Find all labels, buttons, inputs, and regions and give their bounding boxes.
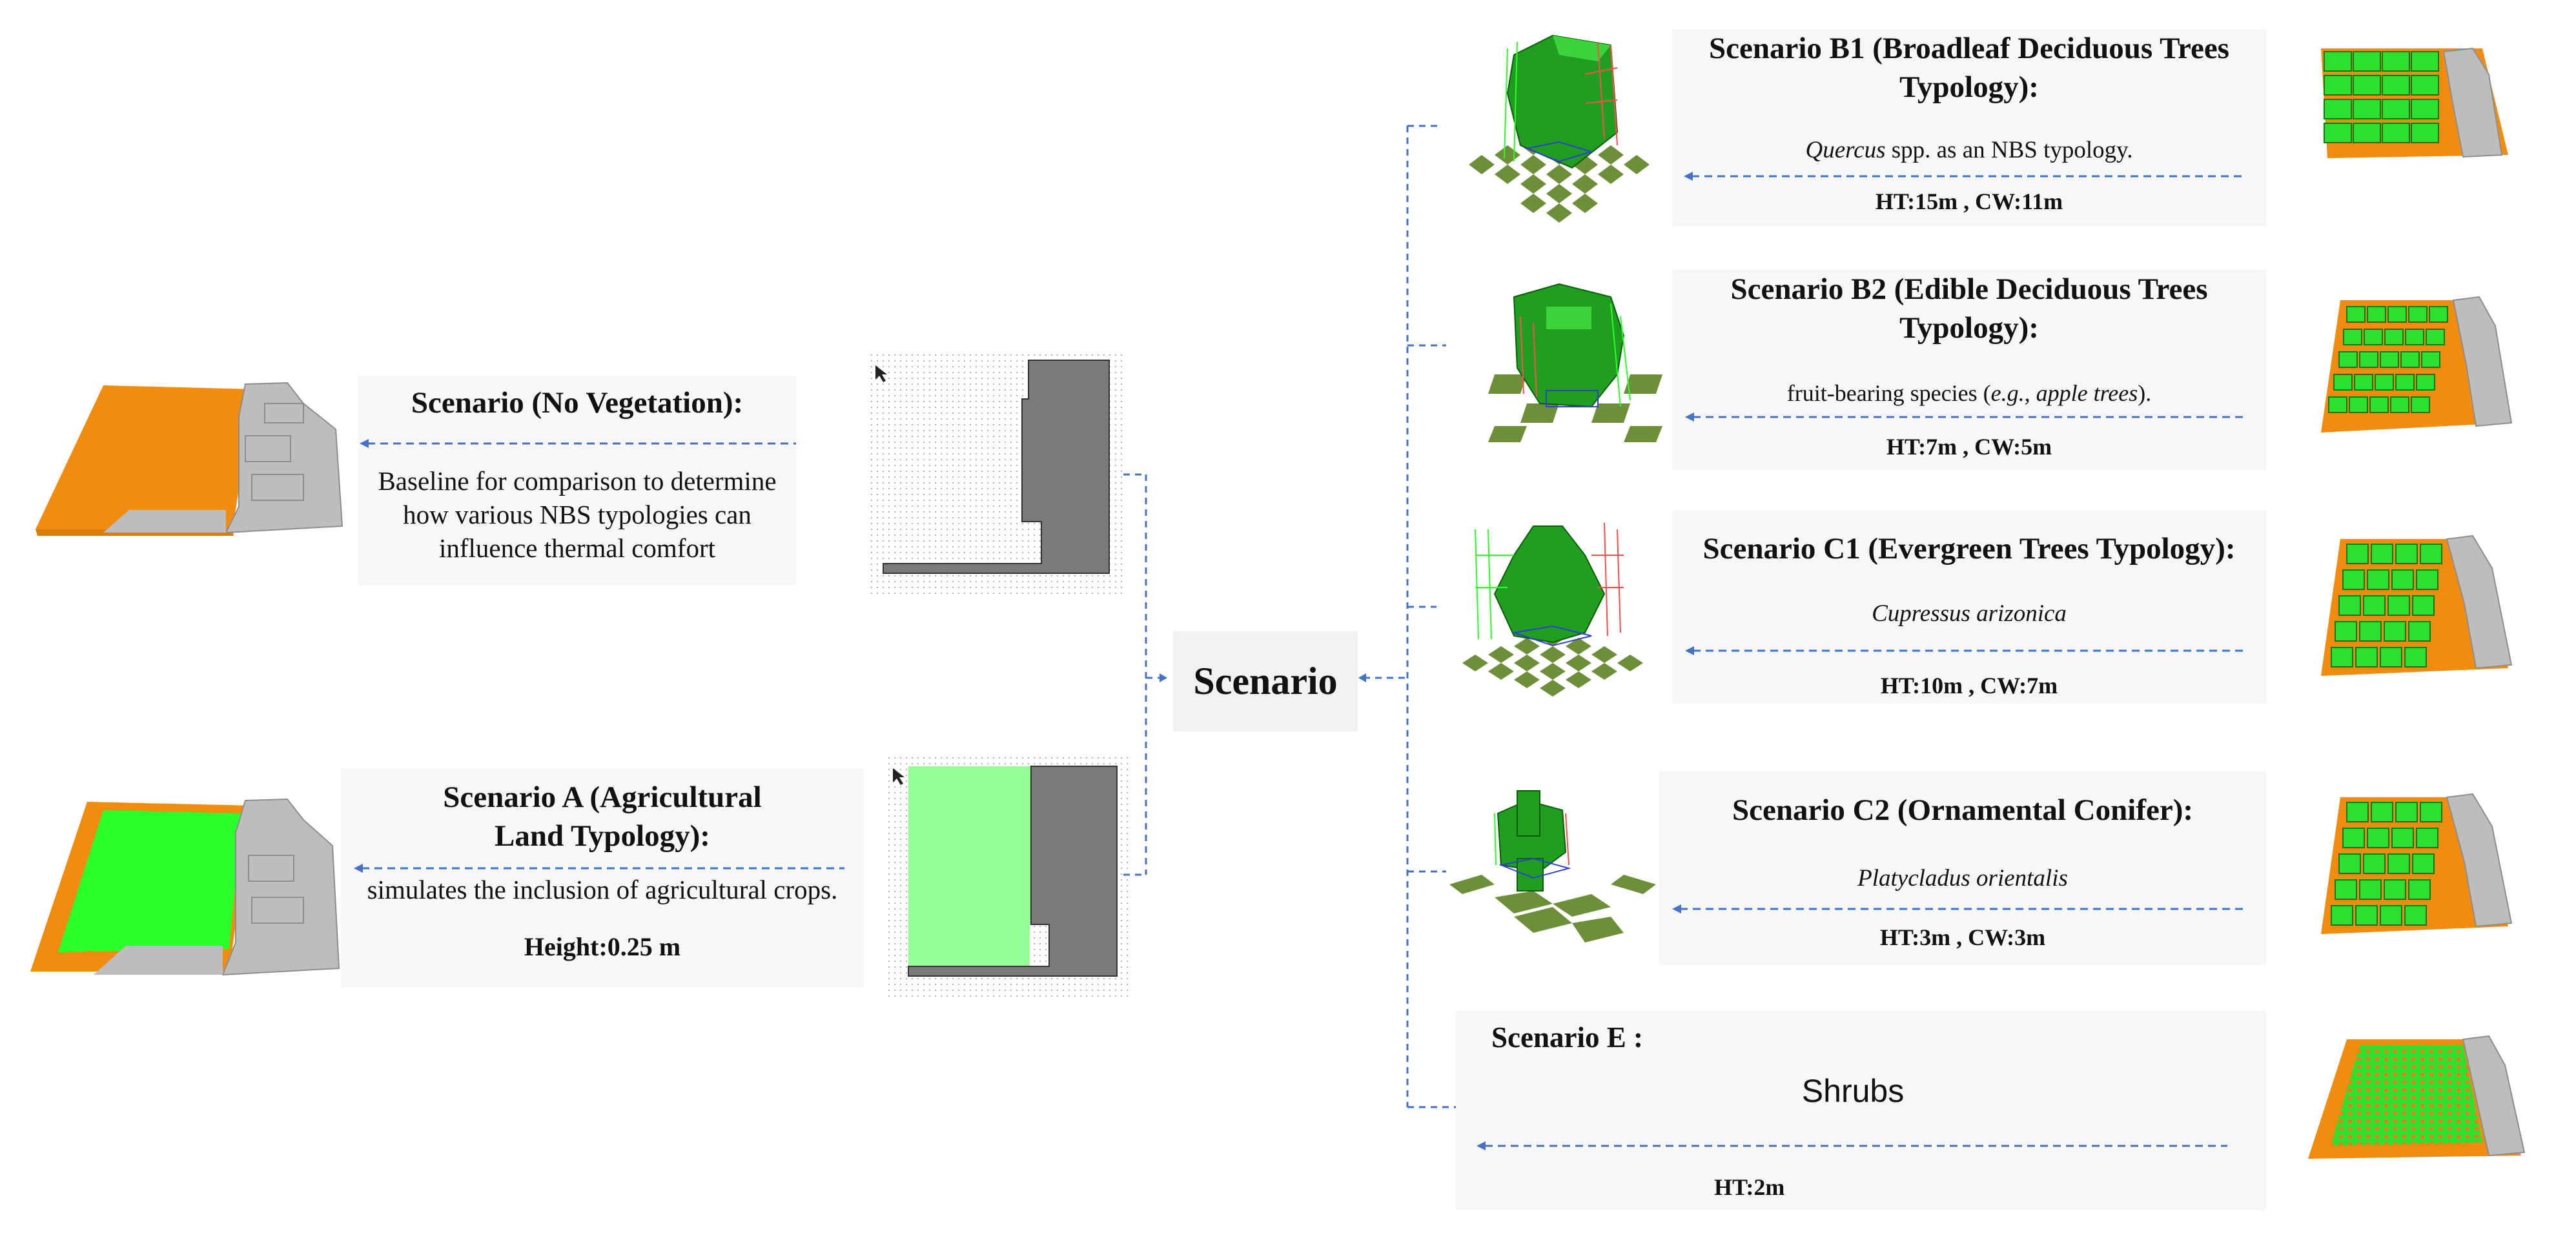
desc-no-vegetation: Baseline for comparison to determine how… xyxy=(378,466,777,563)
center-scenario-node: Scenario xyxy=(1173,631,1358,731)
orange-ground xyxy=(36,385,255,529)
gray-pavement xyxy=(103,510,226,533)
c2-site-model xyxy=(2321,793,2513,934)
title-no-vegetation: Scenario (No Vegetation): xyxy=(411,386,744,420)
panel-b1: Scenario B1 (Broadleaf Deciduous Trees T… xyxy=(1672,29,2266,226)
c1-canopy xyxy=(1493,525,1606,644)
species-c1: Cupressus arizonica xyxy=(1872,600,2067,627)
desc-c2: Platycladus orientalis xyxy=(1659,862,2266,895)
title-scenario-a: Scenario A (Agricultural Land Typology): xyxy=(443,780,762,853)
spec-e: HT:2m xyxy=(1714,1174,1785,1200)
arrow-scenario-a xyxy=(354,864,844,873)
c1-tree-model xyxy=(1462,522,1643,697)
arrow-b2 xyxy=(1685,413,2244,422)
b2-tree-grid xyxy=(2328,306,2448,413)
species-b1: Quercus xyxy=(1805,137,1886,163)
b1-site-model xyxy=(2321,47,2508,158)
desc-b2-italic: e.g., apple trees xyxy=(1990,380,2138,406)
species-rest-b1: spp. as an NBS typology. xyxy=(1885,137,2133,163)
scenario-a-plan-view xyxy=(888,757,1130,999)
panel-c1: Scenario C1 (Evergreen Trees Typology): … xyxy=(1672,510,2266,704)
arrow-no-vegetation xyxy=(360,439,796,448)
b1-tree-model xyxy=(1469,34,1650,223)
shrub-field xyxy=(2331,1046,2482,1146)
b1-tree-grid xyxy=(2324,51,2439,143)
arrow-c1 xyxy=(1685,646,2244,655)
no-vegetation-site-model xyxy=(36,382,343,536)
arrow-c2 xyxy=(1672,904,2244,913)
arrow-b1 xyxy=(1684,172,2244,181)
spec-c2: HT:3m , CW:3m xyxy=(1879,924,2046,950)
b2-tree-model xyxy=(1488,283,1662,442)
green-crop-field xyxy=(58,810,242,952)
desc-b1: Quercus spp. as an NBS typology. xyxy=(1672,134,2266,167)
no-vegetation-plan-view xyxy=(870,354,1122,596)
title-b2: Scenario B2 (Edible Deciduous Trees Typo… xyxy=(1730,272,2208,345)
desc-scenario-a: simulates the inclusion of agricultural … xyxy=(367,875,838,904)
title-b1: Scenario B1 (Broadleaf Deciduous Trees T… xyxy=(1709,32,2229,104)
desc-b2-part2: ). xyxy=(2138,380,2152,406)
spec-b1: HT:15m , CW:11m xyxy=(1875,189,2063,214)
title-c2: Scenario C2 (Ornamental Conifer): xyxy=(1732,793,2193,827)
cursor-icon-a xyxy=(893,768,905,785)
cursor-icon xyxy=(875,365,887,382)
gray-buildings-a xyxy=(221,798,340,976)
species-c2: Platycladus orientalis xyxy=(1857,865,2068,892)
spec-b2: HT:7m , CW:5m xyxy=(1886,434,2052,460)
panel-e: Scenario E : Shrubs HT:2m xyxy=(1456,1010,2266,1210)
spec-c1: HT:10m , CW:7m xyxy=(1880,673,2058,698)
c2-ground-checker xyxy=(1449,875,1656,943)
b2-site-model xyxy=(2321,296,2513,433)
c2-tree-grid xyxy=(2331,802,2442,926)
b2-canopy xyxy=(1513,283,1625,408)
gray-pavement-a xyxy=(94,946,223,975)
panel-scenario-a: Scenario A (Agricultural Land Typology):… xyxy=(341,768,864,988)
gray-buildings xyxy=(225,382,343,534)
desc-b2-part1: fruit-bearing species ( xyxy=(1786,380,1991,406)
panel-b2: Scenario B2 (Edible Deciduous Trees Typo… xyxy=(1672,270,2266,470)
panel-c2: Scenario C2 (Ornamental Conifer): Platyc… xyxy=(1659,771,2266,965)
desc-c1: Cupressus arizonica xyxy=(1672,597,2266,631)
scenario-a-site-model xyxy=(30,798,340,976)
arrow-e xyxy=(1477,1141,2227,1150)
b1-canopy-light xyxy=(1553,36,1611,61)
title-e: Scenario E : xyxy=(1491,1021,1643,1054)
center-scenario-label: Scenario xyxy=(1193,660,1338,702)
e-site-model xyxy=(2308,1035,2526,1159)
desc-e: Shrubs xyxy=(1801,1073,1905,1109)
c2-tree-model xyxy=(1449,790,1656,943)
panel-no-vegetation: Scenario (No Vegetation): Baseline for c… xyxy=(358,376,796,586)
desc-b2: fruit-bearing species (e.g., apple trees… xyxy=(1672,376,2266,410)
c1-tree-grid xyxy=(2331,544,2442,667)
c1-site-model xyxy=(2321,535,2513,676)
title-c1: Scenario C1 (Evergreen Trees Typology): xyxy=(1702,532,2236,566)
spec-scenario-a: Height:0.25 m xyxy=(524,932,681,961)
